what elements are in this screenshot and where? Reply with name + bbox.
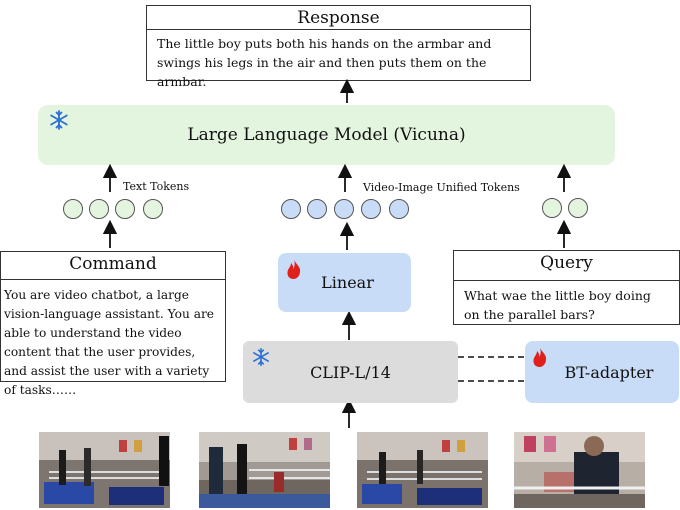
video-frame-2 [199, 432, 330, 508]
text-token [89, 199, 109, 219]
text-token [115, 199, 135, 219]
text-token [63, 199, 83, 219]
bt-adapter-label: BT-adapter [564, 362, 654, 382]
clip-label: CLIP-L/14 [310, 362, 391, 382]
unified-token [334, 199, 354, 219]
llm-block: Large Language Model (Vicuna) [38, 105, 615, 165]
command-title: Command [1, 252, 225, 280]
query-title: Query [454, 251, 679, 281]
snowflake-icon [253, 348, 269, 366]
linear-block: Linear [278, 253, 411, 312]
llm-label: Large Language Model (Vicuna) [187, 125, 466, 145]
unified-token [361, 199, 381, 219]
query-token [568, 198, 588, 218]
text-tokens-label: Text Tokens [123, 180, 190, 193]
command-box: Command You are video chatbot, a large v… [0, 251, 226, 397]
text-token [143, 199, 163, 219]
bt-adapter-block: BT-adapter [525, 341, 679, 403]
linear-label: Linear [321, 273, 374, 292]
response-text: The little boy puts both his hands on th… [157, 36, 492, 89]
response-title: Response [147, 6, 530, 30]
clip-block: CLIP-L/14 [243, 341, 458, 403]
snowflake-icon [50, 110, 68, 130]
unified-tokens-label: Video-Image Unified Tokens [363, 181, 520, 194]
video-frame-3 [357, 432, 488, 508]
flame-icon [287, 259, 301, 279]
video-frame-4 [514, 432, 645, 508]
flame-icon [533, 347, 547, 367]
video-frame-1 [39, 432, 170, 508]
query-box: Query What wae the little boy doing on t… [453, 250, 680, 325]
unified-token [307, 199, 327, 219]
query-text: What wae the little boy doing on the par… [464, 288, 651, 322]
command-text: You are video chatbot, a large vision-la… [4, 288, 214, 397]
response-box: Response The little boy puts both his ha… [146, 5, 531, 89]
unified-token [281, 199, 301, 219]
unified-token [389, 199, 409, 219]
query-token [542, 198, 562, 218]
